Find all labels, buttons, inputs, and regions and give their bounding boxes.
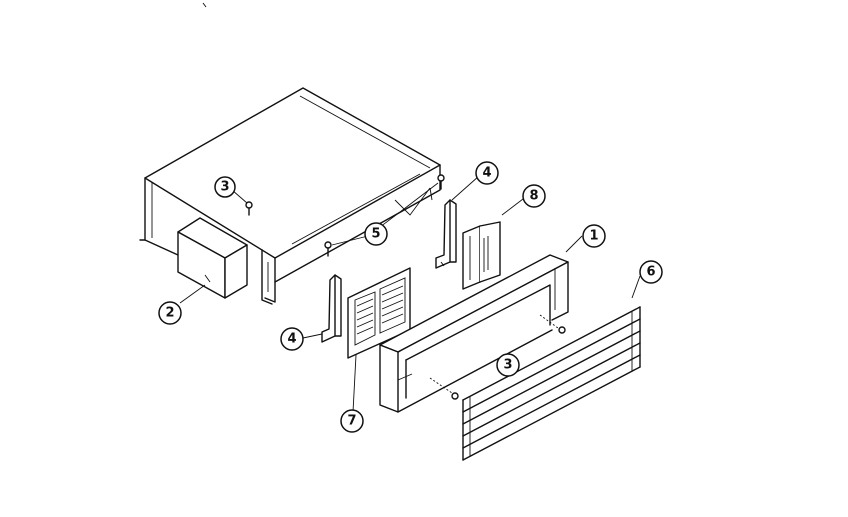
stray-mark (202, 2, 207, 8)
callout-4-left: 4 (280, 327, 304, 351)
screw-mid (324, 241, 332, 257)
callout-3-bottom-label: 3 (503, 358, 512, 373)
callout-8: 8 (522, 184, 546, 208)
callout-5-label: 5 (371, 227, 380, 242)
callout-3-bottom: 3 (496, 353, 520, 377)
screw-lower-right (539, 314, 566, 334)
cabinet-housing (139, 87, 441, 305)
transformer-box (177, 217, 248, 299)
callout-6: 6 (639, 260, 663, 284)
screw-lower-left (429, 377, 459, 400)
louvered-grille (462, 306, 641, 461)
callout-4-right: 4 (475, 161, 499, 185)
bracket-right (435, 199, 457, 269)
bracket-left (321, 274, 342, 343)
callout-7-label: 7 (347, 414, 356, 429)
callout-2-label: 2 (165, 306, 174, 321)
callout-5: 5 (364, 222, 388, 246)
callout-7: 7 (340, 409, 364, 433)
callout-6-label: 6 (646, 265, 655, 280)
side-panel-right (462, 221, 501, 290)
callout-1: 1 (582, 224, 606, 248)
callout-4-right-label: 4 (482, 166, 491, 181)
callout-4-left-label: 4 (287, 332, 296, 347)
callout-3-top: 3 (214, 176, 236, 198)
screw-right-top (437, 174, 445, 190)
screw-top (245, 201, 253, 216)
callout-3-top-label: 3 (220, 180, 229, 195)
callout-2: 2 (158, 301, 182, 325)
callout-1-label: 1 (589, 229, 598, 244)
front-frame (379, 254, 569, 413)
callout-8-label: 8 (529, 189, 538, 204)
